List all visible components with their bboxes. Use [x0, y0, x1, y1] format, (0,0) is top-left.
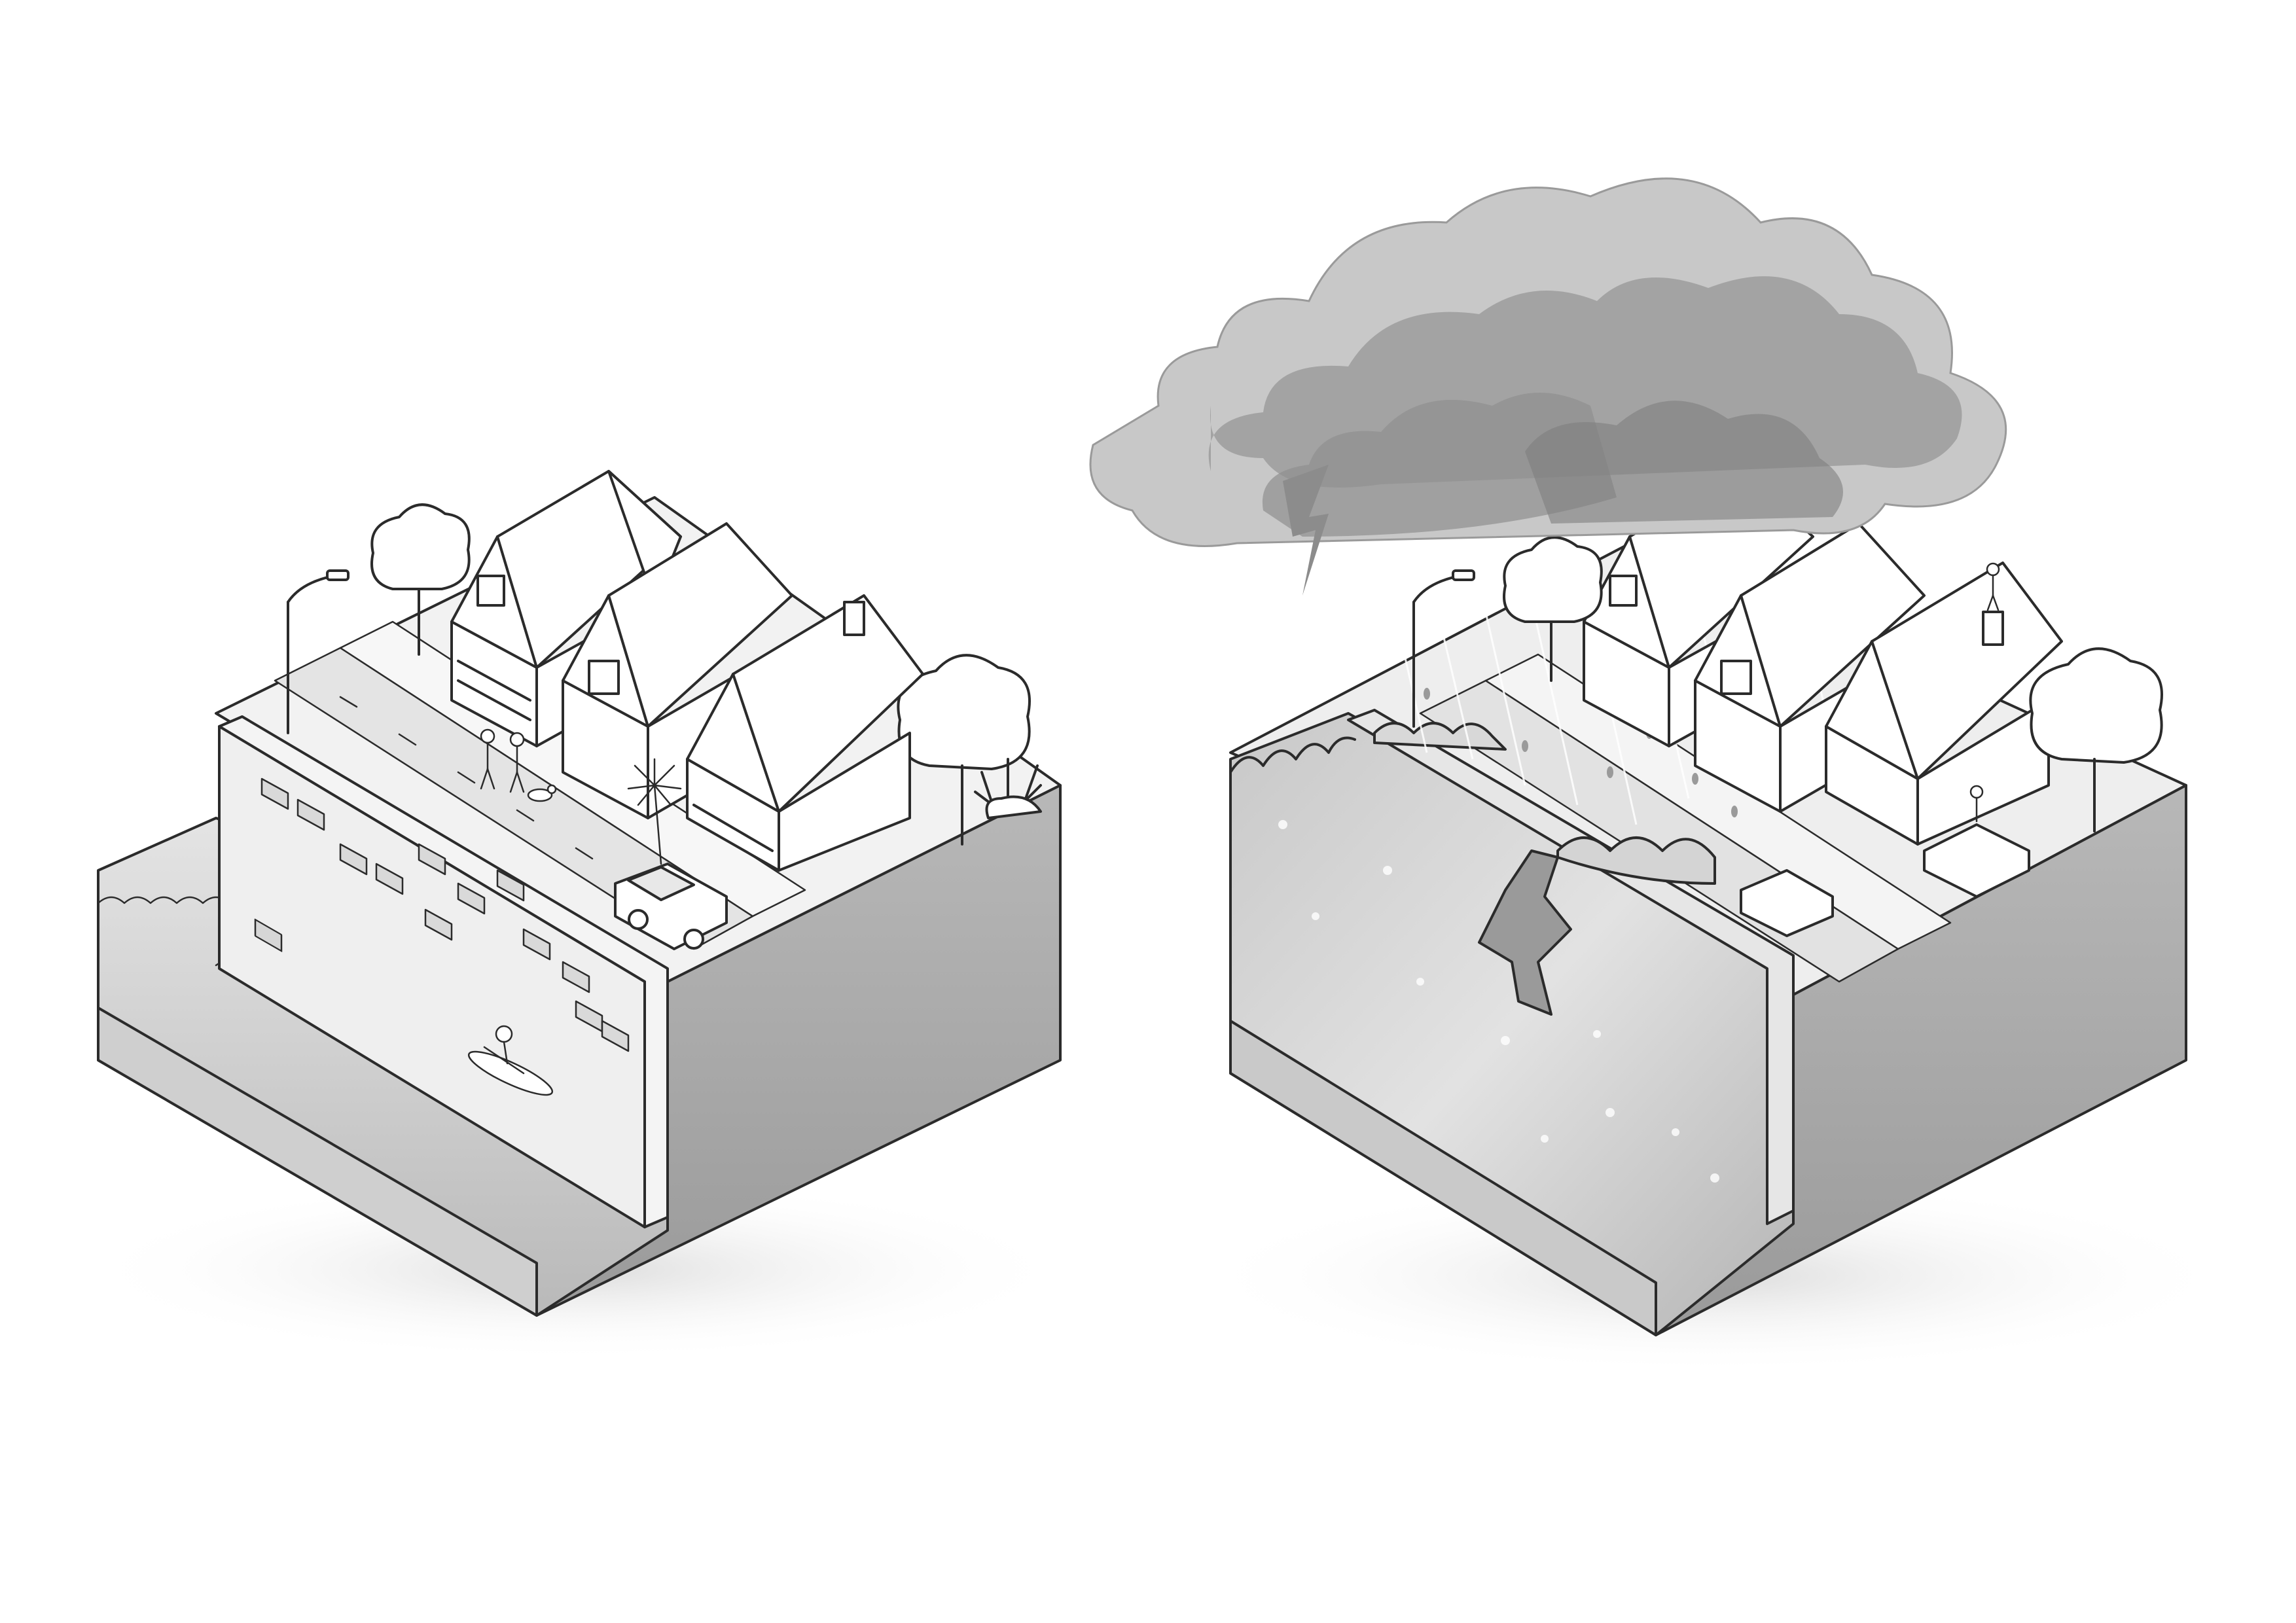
- tree-icon: [370, 503, 471, 656]
- seawall-breached: [1347, 709, 1795, 1225]
- walkers-icon: [480, 728, 525, 793]
- bush-icon: [974, 758, 1042, 819]
- street-lamp-icon: [287, 569, 350, 734]
- person-on-car-icon: [1923, 785, 2030, 898]
- street-lamp-icon: [1412, 569, 1475, 728]
- storm-scene: [1089, 177, 2238, 1374]
- palm-icon: [627, 758, 682, 865]
- car-icon: [614, 863, 728, 950]
- flood-bottom: [1229, 1020, 1657, 1336]
- storm-cloud-icon: [1089, 177, 2007, 547]
- wall-crack-icon: [1478, 849, 1572, 1016]
- rain-drops: [1424, 688, 1738, 817]
- dog-icon: [527, 784, 557, 802]
- seawall-face: [218, 725, 646, 1228]
- sidewalk: [1484, 653, 1952, 950]
- river-bottom: [97, 1007, 538, 1317]
- lightning-icon: [1283, 465, 1329, 596]
- water-bubbles: [1278, 820, 1719, 1183]
- house-icon: [686, 594, 924, 872]
- house-icon: [1825, 562, 2063, 846]
- car-icon: [1740, 869, 1834, 937]
- flood-surface-waves: [1229, 736, 1356, 774]
- seawall-bricks: [254, 918, 283, 952]
- person-on-roof-icon: [1986, 562, 2000, 611]
- kayak-icon: [467, 1025, 554, 1096]
- overflow-waves: [1373, 722, 1507, 751]
- tree-icon: [897, 654, 1031, 846]
- normal-scene: [79, 470, 1073, 1361]
- tree-icon: [2029, 647, 2163, 832]
- seawall-brick-pattern: [260, 777, 630, 1052]
- tree-icon: [1503, 536, 1603, 682]
